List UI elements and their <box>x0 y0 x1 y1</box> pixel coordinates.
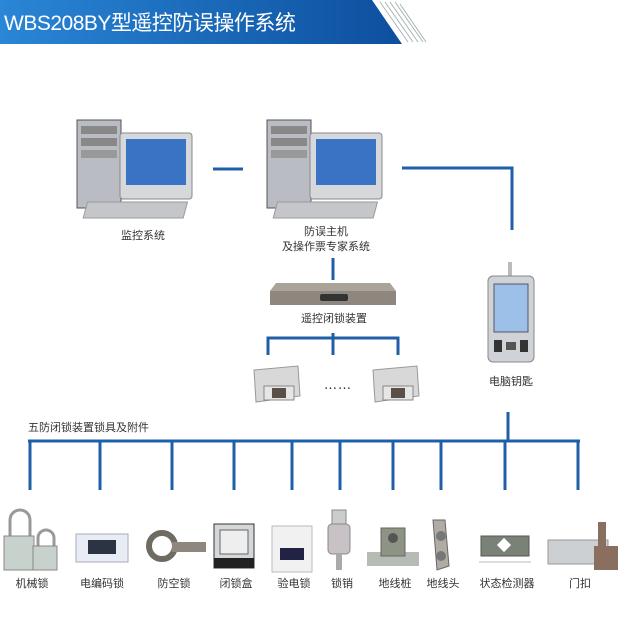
lock-module-icon <box>372 365 420 403</box>
ground-post-icon <box>367 527 419 566</box>
state-detector-icon <box>479 535 531 563</box>
device-label: 状态检测器 <box>479 577 535 590</box>
host-label-line1: 防误主机 <box>304 225 348 238</box>
anti-misoperation-host-computer <box>266 119 383 219</box>
padlock-icon <box>3 508 58 571</box>
device-label: 机械锁 <box>15 577 49 590</box>
code-lock-icon <box>75 533 129 563</box>
door-latch-icon <box>547 522 618 570</box>
device-label: 门扣 <box>569 577 591 590</box>
device-label: 地线头 <box>426 577 460 590</box>
device-label: 验电锁 <box>277 577 311 590</box>
device-label: 电编码锁 <box>80 577 124 590</box>
air-lock-icon <box>146 530 206 562</box>
computer-key-label: 电脑钥匙 <box>489 375 533 388</box>
remote-lock-device-label: 遥控闭锁装置 <box>301 312 367 325</box>
device-label: 地线桩 <box>378 577 412 590</box>
monitor-system-label: 监控系统 <box>121 229 165 242</box>
lock-pin-icon <box>327 509 351 570</box>
device-label: 闭锁盒 <box>219 577 253 590</box>
ellipsis: …… <box>324 378 352 393</box>
test-lock-icon <box>271 525 313 573</box>
ground-head-icon <box>432 519 450 571</box>
lock-module-icon <box>253 365 301 403</box>
device-label: 防空锁 <box>157 577 191 590</box>
device-label: 锁销 <box>331 577 353 590</box>
lock-box-icon <box>213 523 255 569</box>
host-label-line2: 及操作票专家系统 <box>282 240 370 253</box>
page-title: WBS208BY型遥控防误操作系统 <box>4 12 296 35</box>
title-banner <box>0 0 427 44</box>
accessories-title: 五防闭锁装置锁具及附件 <box>28 421 149 434</box>
monitor-system-computer <box>76 119 193 219</box>
computer-key-icon <box>487 262 535 363</box>
remote-lock-device-rack <box>270 283 396 305</box>
